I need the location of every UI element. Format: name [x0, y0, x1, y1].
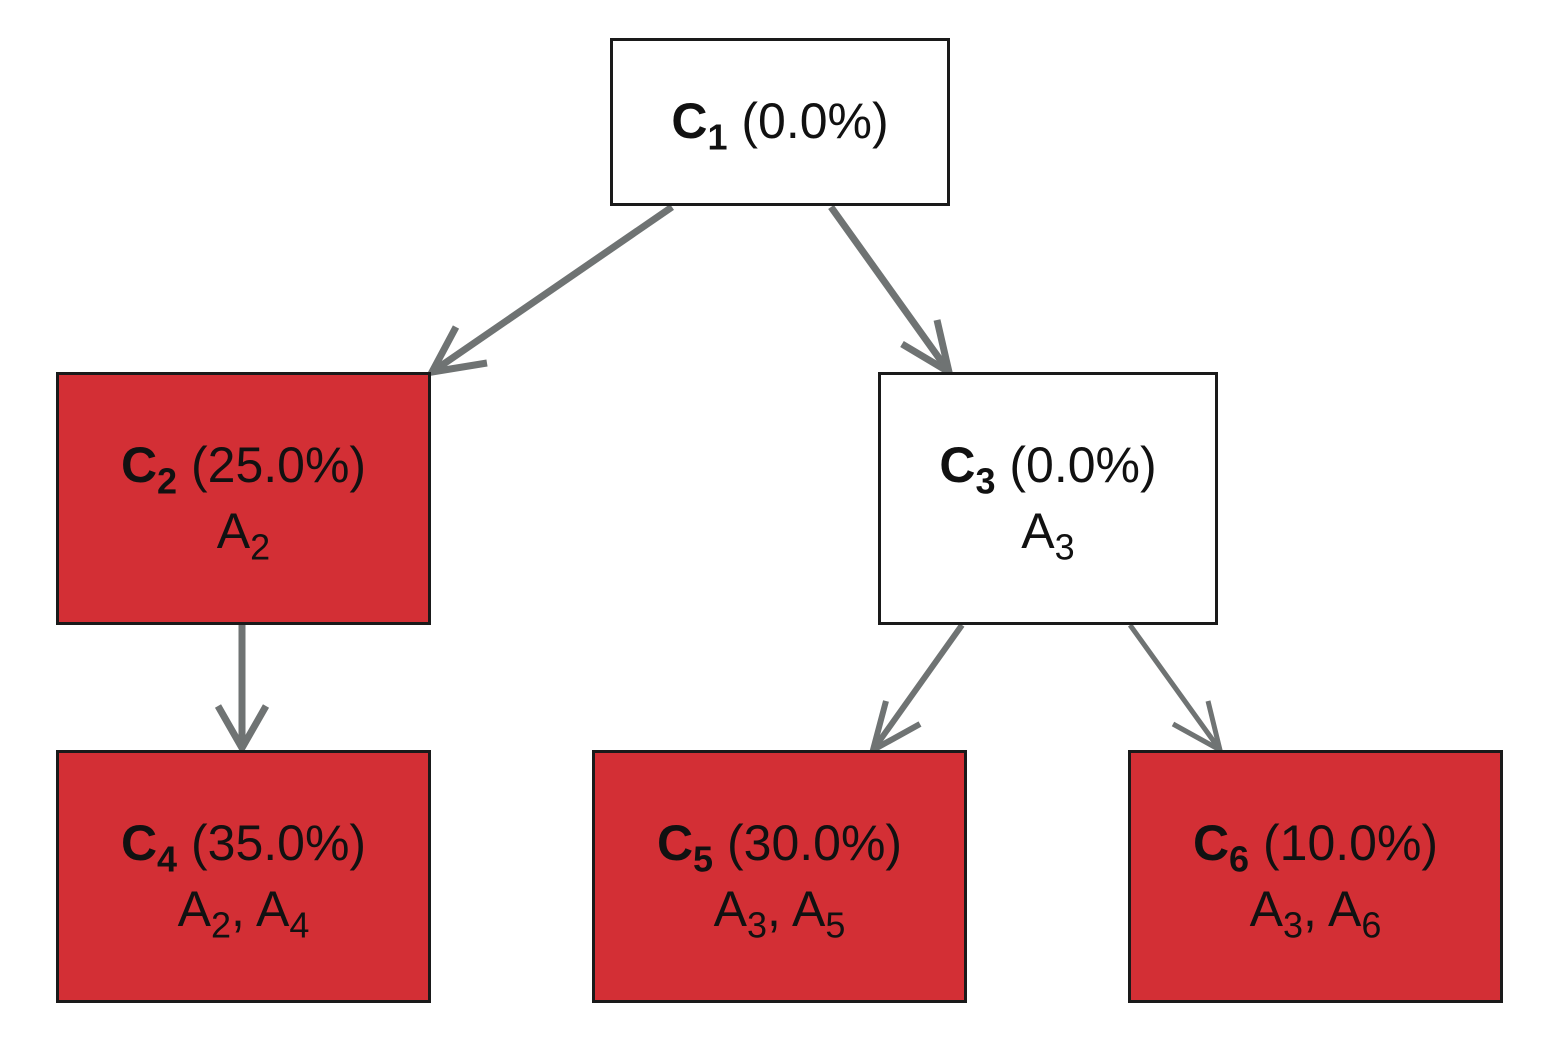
arrowhead-c3: [900, 319, 955, 380]
node-c4-actions: A2, A4: [177, 880, 310, 946]
node-c1: C1 (0.0%): [610, 38, 950, 206]
node-c2-actions: A2: [216, 502, 271, 568]
node-c6: C6 (10.0%) A3, A6: [1128, 750, 1503, 1003]
node-c3-id: C3: [939, 437, 996, 502]
node-c6-percent: (10.0%): [1262, 815, 1439, 871]
action-label: A4: [256, 880, 310, 946]
node-c2: C2 (25.0%) A2: [56, 372, 431, 625]
node-c4: C4 (35.0%) A2, A4: [56, 750, 431, 1003]
node-c4-id: C4: [120, 815, 178, 880]
node-c5-actions: A3, A5: [713, 880, 846, 946]
action-label: A6: [1328, 880, 1382, 946]
node-c1-id: C1: [671, 93, 728, 158]
node-c1-title: C1 (0.0%): [671, 93, 889, 158]
edge-c3-c6: [1127, 623, 1223, 752]
node-c3: C3 (0.0%) A3: [878, 372, 1218, 625]
action-label: A3: [1249, 880, 1303, 946]
node-c5-percent: (30.0%): [726, 815, 903, 871]
node-c4-title: C4 (35.0%): [120, 815, 367, 880]
node-c3-percent: (0.0%): [1009, 437, 1157, 493]
action-label: A3: [1021, 502, 1075, 568]
node-c2-id: C2: [120, 437, 178, 502]
action-label: A3: [713, 880, 767, 946]
action-label: A5: [792, 880, 846, 946]
node-c6-id: C6: [1192, 815, 1250, 880]
node-c5: C5 (30.0%) A3, A5: [592, 750, 967, 1003]
node-c2-title: C2 (25.0%): [120, 437, 367, 502]
node-c4-percent: (35.0%): [190, 815, 367, 871]
node-c3-actions: A3: [1021, 502, 1075, 568]
node-c6-title: C6 (10.0%): [1192, 815, 1439, 880]
edge-c1-c2: [430, 204, 674, 375]
node-c3-title: C3 (0.0%): [939, 437, 1157, 502]
edge-c3-c5: [870, 623, 965, 752]
edge-c1-c3: [828, 204, 952, 375]
action-label: A2: [216, 502, 271, 568]
node-c5-id: C5: [656, 815, 714, 880]
arrowhead-c4: [214, 704, 270, 756]
node-c6-actions: A3, A6: [1249, 880, 1382, 946]
action-label: A2: [177, 880, 231, 946]
node-c2-percent: (25.0%): [190, 437, 367, 493]
arrowhead-c2: [425, 325, 488, 377]
node-c1-percent: (0.0%): [741, 93, 889, 150]
node-c5-title: C5 (30.0%): [656, 815, 903, 880]
